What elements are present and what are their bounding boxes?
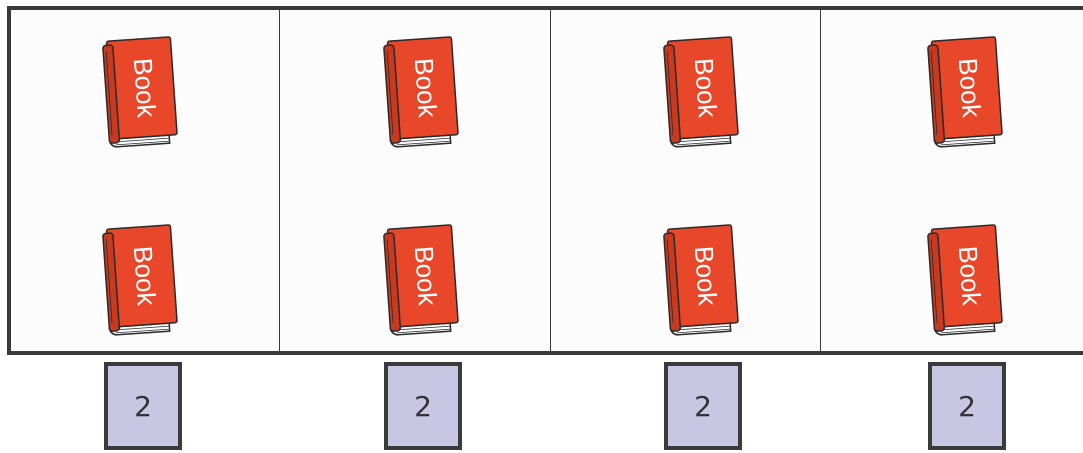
- book-icon: Book: [925, 33, 1007, 149]
- book-icon: Book: [925, 221, 1007, 337]
- count-box: 2: [384, 362, 462, 450]
- count-box: 2: [928, 362, 1006, 450]
- book-icon: Book: [661, 33, 743, 149]
- book-label: Book: [953, 245, 987, 307]
- book-icon: Book: [100, 221, 182, 337]
- book-icon: Book: [381, 33, 463, 149]
- book-icon: Book: [381, 221, 463, 337]
- book-label: Book: [409, 57, 443, 119]
- count-value: 2: [134, 390, 152, 423]
- book-label: Book: [128, 57, 162, 119]
- book-label: Book: [128, 245, 162, 307]
- count-value: 2: [414, 390, 432, 423]
- book-label: Book: [953, 57, 987, 119]
- book-label: Book: [409, 245, 443, 307]
- count-box: 2: [664, 362, 742, 450]
- count-value: 2: [694, 390, 712, 423]
- count-box: 2: [104, 362, 182, 450]
- book-label: Book: [689, 57, 723, 119]
- book-icon: Book: [100, 33, 182, 149]
- count-value: 2: [958, 390, 976, 423]
- book-icon: Book: [661, 221, 743, 337]
- book-label: Book: [689, 245, 723, 307]
